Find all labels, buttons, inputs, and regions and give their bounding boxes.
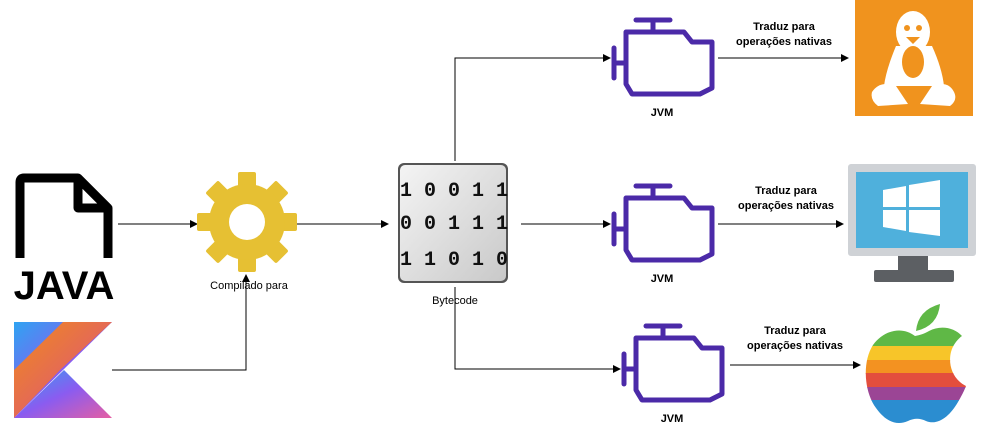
bytecode-icon: [398, 163, 508, 283]
connectors: [112, 54, 861, 373]
windows-monitor-icon: [848, 164, 976, 282]
jvm-label: JVM: [651, 273, 674, 285]
linux-tux-icon: [855, 0, 973, 116]
note-line: Traduz para: [764, 325, 827, 337]
note-line: operações nativas: [747, 340, 843, 352]
jvm-label: JVM: [661, 413, 684, 425]
note-line: operações nativas: [736, 36, 832, 48]
note-line: operações nativas: [738, 200, 834, 212]
jvm-engine-icon: [611, 17, 715, 97]
jvm-engine-icon: [611, 183, 715, 263]
bytecode-label: Bytecode: [432, 295, 478, 307]
jvm-label: JVM: [651, 107, 674, 119]
bytecode-row: 1 1 0 1 0: [400, 249, 508, 272]
java-label: JAVA: [14, 264, 115, 308]
kotlin-logo-icon: [14, 322, 112, 418]
jvm-engine-icon: [621, 323, 725, 403]
apple-logo-icon: [865, 304, 966, 424]
note-line: Traduz para: [753, 21, 816, 33]
java-file-icon: [15, 173, 113, 258]
compile-label: Compilado para: [210, 280, 289, 292]
bytecode-row: 0 0 1 1 1: [400, 213, 508, 236]
gear-icon: [197, 172, 297, 272]
bytecode-row: 1 0 0 1 1: [400, 180, 508, 203]
note-line: Traduz para: [755, 185, 818, 197]
